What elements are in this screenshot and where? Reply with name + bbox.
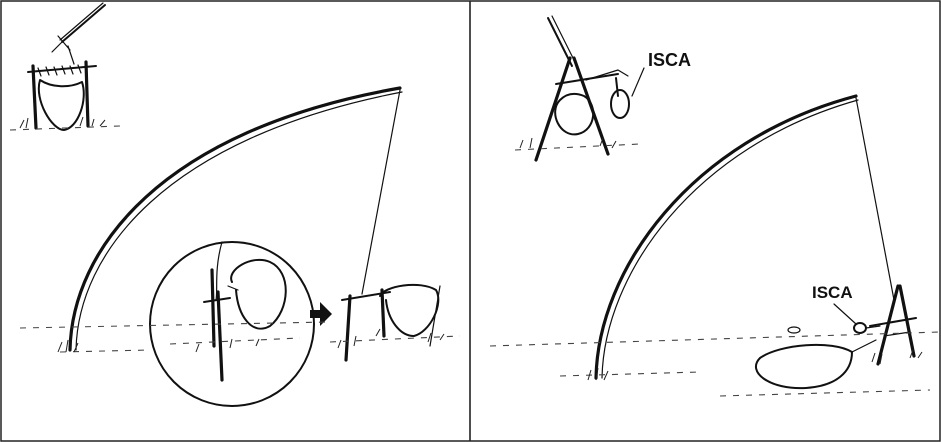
right-cord: [856, 98, 894, 300]
left-inset-trigger: [10, 3, 120, 130]
bait-label-bottom: ISCA: [812, 283, 853, 302]
bait-label-top: ISCA: [648, 50, 691, 70]
left-trigger-set: [338, 285, 444, 360]
right-ground-line: [490, 332, 940, 346]
left-panel: [10, 3, 460, 406]
right-panel: ISCA ISCA: [490, 16, 940, 396]
right-inset-trigger: [515, 16, 644, 160]
left-ground-line: [20, 322, 330, 328]
left-cord: [362, 90, 400, 294]
